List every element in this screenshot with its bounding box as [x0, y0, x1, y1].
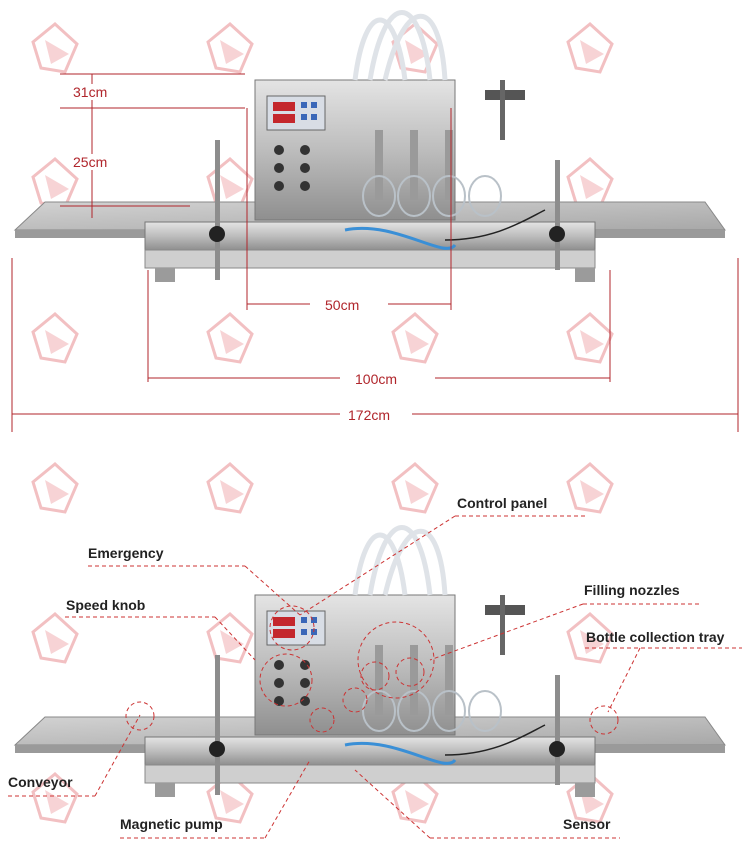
- callout-lines: [8, 515, 742, 839]
- callout-control-panel: Control panel: [457, 495, 548, 511]
- callout-filling-nozzles: Filling nozzles: [584, 582, 680, 598]
- dim-width-conveyor-label: 100cm: [352, 371, 401, 387]
- callout-emergency: Emergency: [88, 545, 164, 561]
- dim-width-machine-label: 50cm: [322, 297, 363, 313]
- machine-bottom-illustration: [15, 528, 725, 798]
- callout-magnetic-pump: Magnetic pump: [120, 816, 223, 832]
- callout-bottle-tray: Bottle collection tray: [586, 629, 725, 645]
- callout-sensor: Sensor: [563, 816, 611, 832]
- machine-top-illustration: [15, 13, 725, 283]
- dim-height-mid-label: 25cm: [70, 154, 111, 170]
- callout-speed-knob: Speed knob: [66, 597, 146, 613]
- callout-conveyor: Conveyor: [8, 774, 73, 790]
- dimension-lines: [11, 73, 739, 432]
- callout-circles: [125, 605, 619, 735]
- dim-width-total-label: 172cm: [345, 407, 394, 423]
- dim-height-top-label: 31cm: [70, 84, 111, 100]
